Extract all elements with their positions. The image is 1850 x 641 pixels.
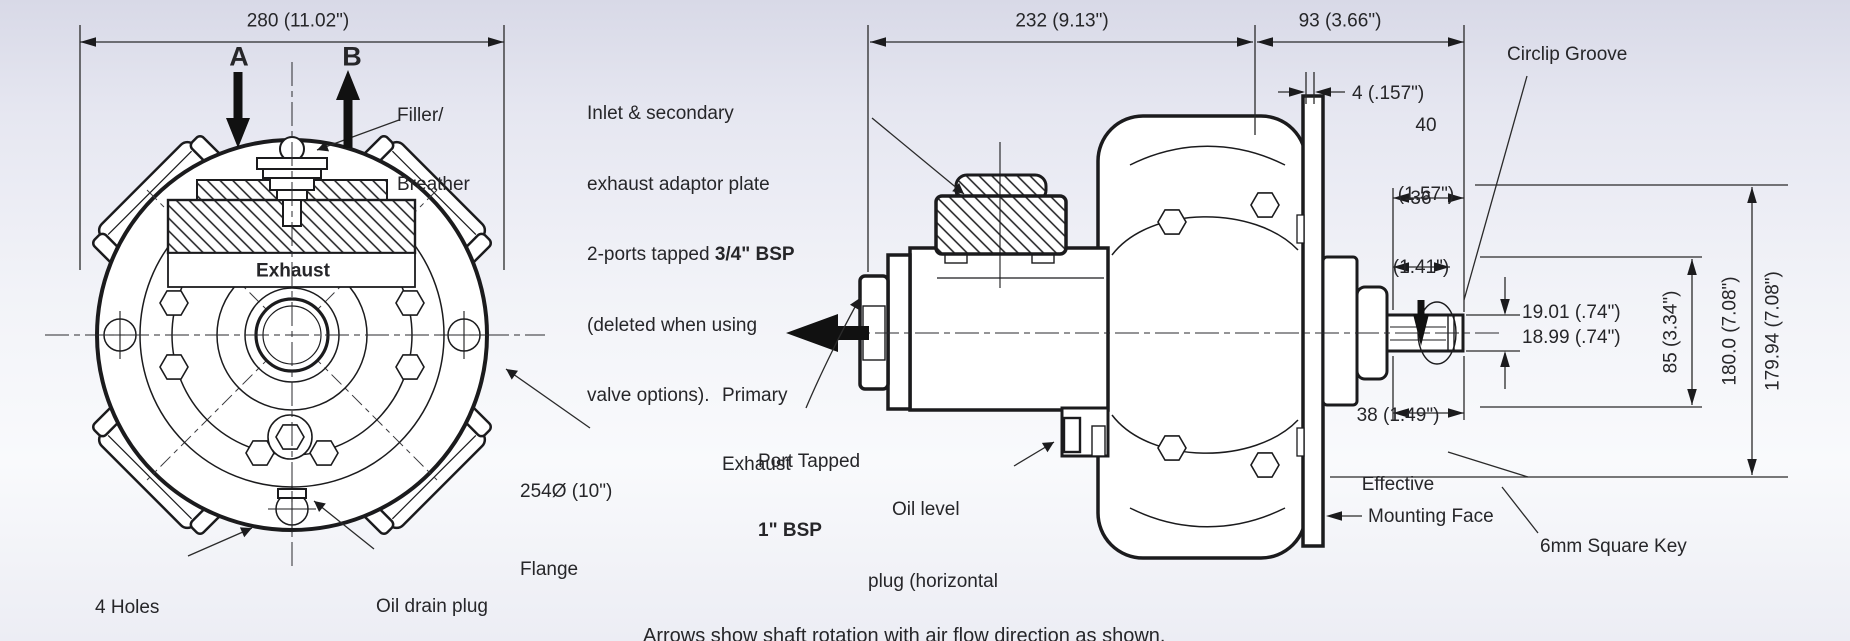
front-view-linework bbox=[45, 62, 545, 567]
port-b-label: B bbox=[342, 41, 362, 72]
motor-housing bbox=[1096, 114, 1308, 560]
dim-height-179: 179.94 (7.08") bbox=[1762, 271, 1784, 391]
flange-holes-label: 4 Holes 14Ø (.157") on 215 P.C.D. bbox=[95, 597, 160, 618]
oil-level-plug-label: Oil level plug (horizontal mounting) bbox=[868, 499, 998, 592]
dim-overall-width: 280 (11.02") bbox=[246, 10, 350, 32]
dim-shaft-40: 40 (1.57") bbox=[1397, 115, 1455, 205]
dim-shaft-36: 36 (1.41") bbox=[1392, 188, 1450, 278]
inlet-adaptor-note: Inlet & secondary exhaust adaptor plate … bbox=[587, 103, 795, 406]
oil-drain-label: Oil drain plug (Level plug vertical moun… bbox=[376, 596, 488, 617]
gear-case bbox=[858, 246, 1110, 458]
flange-diameter-label: 254Ø (10") Flange bbox=[520, 481, 613, 580]
rotation-note: Arrows show shaft rotation with air flow… bbox=[643, 625, 1166, 641]
dim-key-effective: 38 (1.49") Effective bbox=[1356, 405, 1440, 495]
port-a-label: A bbox=[229, 41, 249, 72]
dim-body-length: 232 (9.13") bbox=[1015, 10, 1109, 32]
front-view-dimensions bbox=[79, 25, 591, 557]
front-view-arrowheads bbox=[80, 37, 504, 47]
exhaust-label: Exhaust bbox=[256, 260, 330, 282]
port-tapped-label: Port Tapped 1" BSP bbox=[758, 451, 861, 541]
dim-height-180: 180.0 (7.08") bbox=[1719, 276, 1741, 386]
primary-exhaust-arrow bbox=[786, 314, 869, 352]
mounting-plate bbox=[1296, 94, 1325, 548]
dim-rear-length: 93 (3.66") bbox=[1298, 10, 1382, 32]
dim-plate-offset: 4 (.157") bbox=[1352, 83, 1425, 104]
front-centerlines bbox=[45, 62, 545, 567]
side-view-dimensions bbox=[805, 25, 1788, 534]
mounting-face-label: Mounting Face bbox=[1368, 506, 1494, 527]
dim-spigot-85: 85 (3.34") bbox=[1660, 290, 1682, 374]
square-key-label: 6mm Square Key bbox=[1540, 536, 1687, 557]
circlip-groove-label: Circlip Groove bbox=[1507, 44, 1628, 65]
side-view-arrowheads bbox=[870, 37, 1757, 521]
filler-breather-label: Filler/ Breather bbox=[397, 105, 470, 195]
dim-shaft-dia-upper: 19.01 (.74") bbox=[1522, 302, 1621, 323]
primary-exhaust-label: Primary Exhaust bbox=[722, 385, 791, 475]
dim-shaft-dia-lower: 18.99 (.74") bbox=[1522, 327, 1621, 348]
port-flow-arrows bbox=[226, 70, 360, 148]
cover-bolts bbox=[159, 290, 425, 466]
side-view-linework bbox=[786, 94, 1500, 560]
